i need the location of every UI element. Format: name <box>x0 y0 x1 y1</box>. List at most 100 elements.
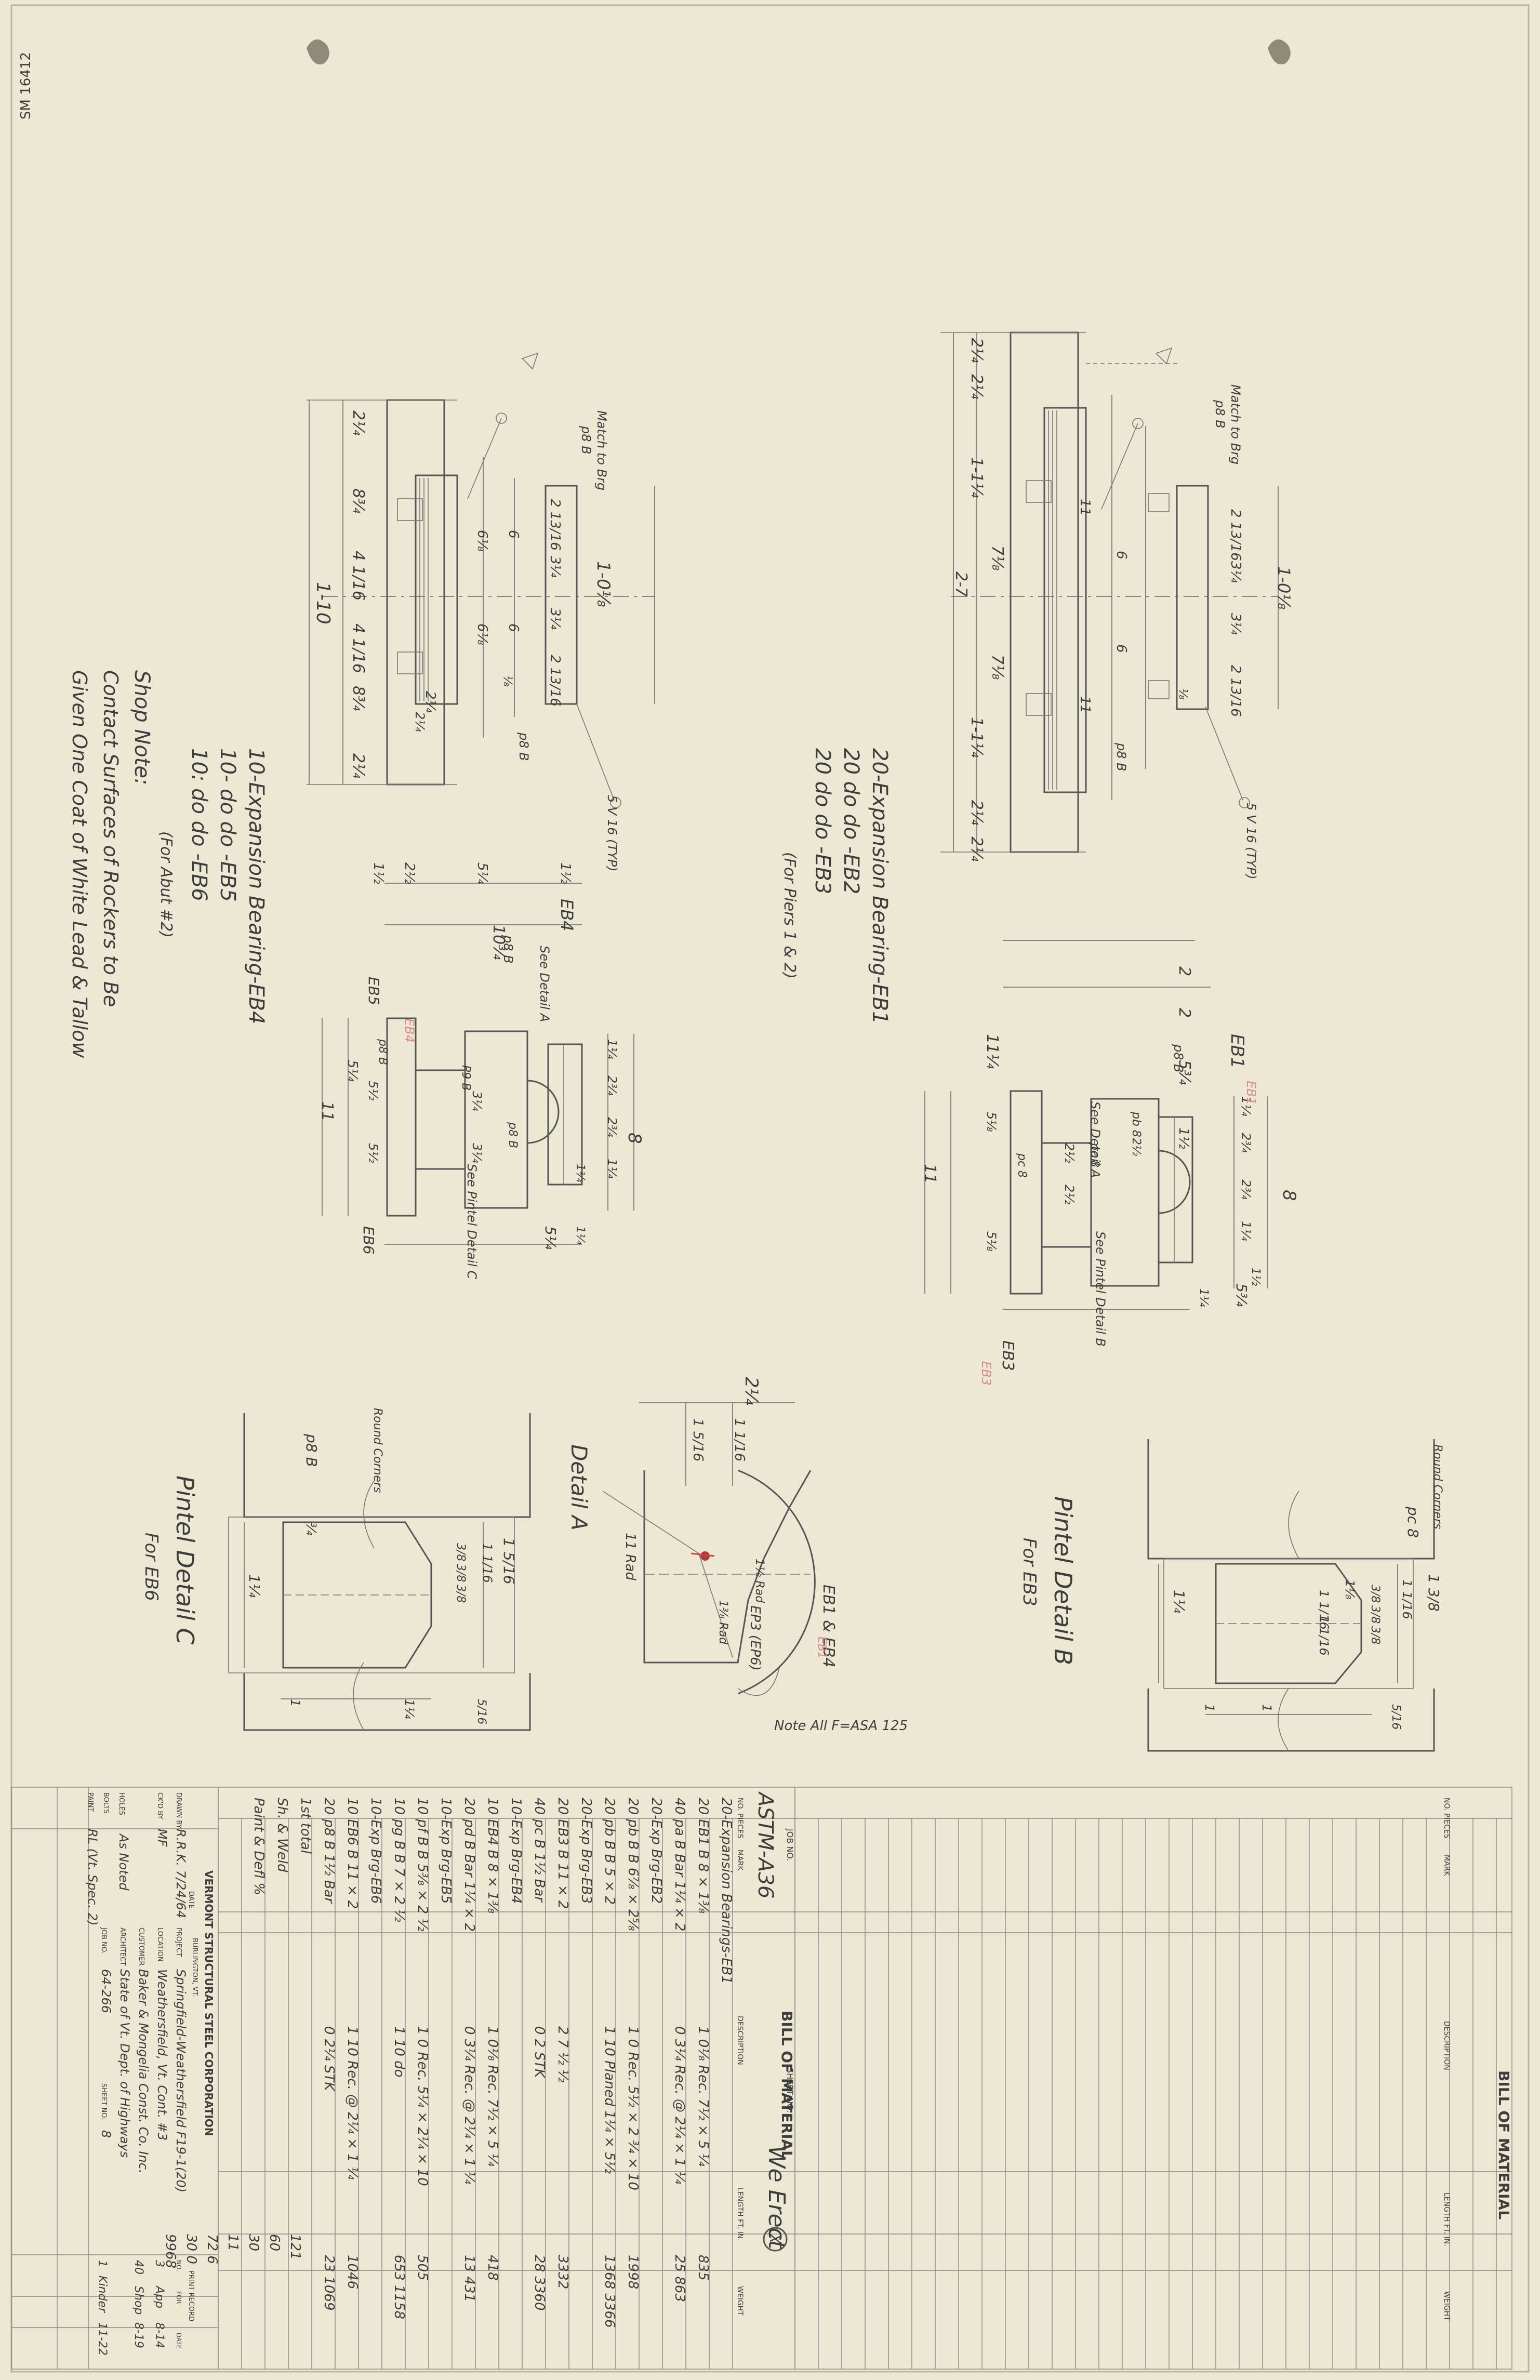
svg-text:BOLTS: BOLTS <box>102 1792 110 1814</box>
svg-text:LENGTH FT. IN.: LENGTH FT. IN. <box>736 2187 744 2241</box>
svg-text:20 do do -EB2: 20 do do -EB2 <box>839 748 863 894</box>
svg-text:1⅛: 1⅛ <box>1343 1579 1357 1600</box>
bill-row-description: 10-Exp Brg-EB5 <box>438 1798 454 1904</box>
bill-right-value: 30 0 <box>183 2234 199 2264</box>
bill-row-weight: 653 1158 <box>391 2255 407 2319</box>
drawing-id: SM 16412 <box>18 52 34 119</box>
svg-text:pc 8: pc 8 <box>1015 1153 1028 1178</box>
svg-text:5½: 5½ <box>366 1081 380 1101</box>
svg-text:⅛: ⅛ <box>501 675 514 686</box>
svg-text:EB4: EB4 <box>557 899 577 932</box>
bill-right-value: 60 <box>267 2234 282 2251</box>
svg-text:2½: 2½ <box>1062 1185 1077 1205</box>
shop-note: Shop Note: Contact Surfaces of Rockers t… <box>68 670 154 1058</box>
svg-text:Weathersfield, Vt. Cont. #3: Weathersfield, Vt. Cont. #3 <box>155 1969 169 2140</box>
svg-text:2½: 2½ <box>402 862 417 884</box>
bill-row-length: 1 0⅛ Rec. 7½ × 5 ¼ <box>695 2026 711 2166</box>
bill-row-length: 1 0⅛ Rec. 7½ × 5 ¼ <box>485 2026 500 2166</box>
bill-row-length: 0 3¼ Rec. @ 2¼ × 1 ¼ <box>672 2026 687 2184</box>
svg-text:1½: 1½ <box>1249 1268 1262 1286</box>
bill-row: 10 pf B B 5⅜ × 2 ½1 0 Rec. 5¼ × 2¼ × 105… <box>415 1798 430 2281</box>
bill-material-spec: ASTM-A36 <box>753 1791 777 1898</box>
svg-text:2½: 2½ <box>1130 1138 1143 1156</box>
svg-text:1½: 1½ <box>557 862 573 884</box>
svg-text:MARK: MARK <box>736 1850 744 1871</box>
svg-text:1¼: 1¼ <box>574 1226 587 1245</box>
svg-text:1¼: 1¼ <box>246 1574 263 1598</box>
pintel-b-title: Pintel Detail B <box>1049 1496 1077 1665</box>
svg-text:5½: 5½ <box>366 1143 380 1163</box>
svg-text:1 1/16: 1 1/16 <box>480 1543 495 1583</box>
bill-row-description: Sh. & Weld <box>274 1798 290 1872</box>
bearing-eb1-elevation <box>924 940 1268 1310</box>
svg-text:2¼: 2¼ <box>967 836 986 861</box>
svg-text:2¼: 2¼ <box>349 410 367 435</box>
bill-row: Sh. & Weld <box>274 1798 290 1872</box>
svg-text:EB6: EB6 <box>360 1226 377 1255</box>
bill-row-length: 1 10 Rec. @ 2¼ × 1 ¼ <box>344 2026 360 2179</box>
eb4-rocker <box>415 474 458 705</box>
detail-a-note: Note All F=ASA 125 <box>774 1718 908 1734</box>
svg-text:pb 8: pb 8 <box>1130 1111 1143 1137</box>
bill-row-description: 20 pb B B 5 × 2 <box>602 1798 617 1905</box>
svg-text:5 V 16 (TYP): 5 V 16 (TYP) <box>1244 803 1258 880</box>
pintel-b-subtitle: For EB3 <box>1019 1538 1040 1606</box>
bill-row-description: 20 pd B Bar 1¼ × 2 <box>461 1798 477 1932</box>
pintel-detail-c <box>228 1413 531 1731</box>
svg-text:EB1: EB1 <box>1244 1081 1258 1105</box>
svg-text:Round Corners: Round Corners <box>1431 1444 1444 1529</box>
svg-text:ARCHITECT: ARCHITECT <box>118 1927 126 1965</box>
svg-text:1¼: 1¼ <box>1239 1096 1253 1116</box>
svg-text:p8 B: p8 B <box>1171 1044 1186 1073</box>
svg-text:10-Expansion Bearing-EB4: 10-Expansion Bearing-EB4 <box>244 748 268 1024</box>
svg-text:CK'D BY: CK'D BY <box>156 1792 164 1819</box>
svg-text:5 V 16 (TYP): 5 V 16 (TYP) <box>605 795 619 872</box>
bill-row-weight: 23 1069 <box>321 2255 337 2311</box>
svg-text:1¼: 1¼ <box>1197 1288 1210 1307</box>
bill-row: 40 pa B Bar 1¼ × 20 3¼ Rec. @ 2¼ × 1 ¼25… <box>672 1798 687 2302</box>
svg-text:PROJECT: PROJECT <box>175 1927 182 1957</box>
detail-a-web-edge <box>643 1470 812 1664</box>
svg-text:1¼: 1¼ <box>402 1699 417 1719</box>
svg-text:EB5: EB5 <box>365 977 382 1005</box>
svg-text:11¼: 11¼ <box>983 1034 1001 1069</box>
eb1-anchor-hole-bot <box>1026 693 1052 716</box>
svg-text:1½: 1½ <box>370 862 386 884</box>
bill-row-description: 10 pg B B 7 × 2 ½ <box>391 1798 407 1922</box>
svg-text:NO.: NO. <box>175 2260 182 2271</box>
svg-text:11: 11 <box>921 1164 939 1184</box>
svg-text:2¾: 2¾ <box>1239 1179 1253 1200</box>
svg-text:WEIGHT: WEIGHT <box>1442 2291 1451 2321</box>
svg-text:Baker & Mongelia Const. Co. In: Baker & Mongelia Const. Co. Inc. <box>136 1969 151 2174</box>
svg-text:2: 2 <box>1175 966 1193 976</box>
bill-row-description: 10-Exp Brg-EB4 <box>508 1798 524 1904</box>
svg-text:Contact Surfaces of Rockers to: Contact Surfaces of Rockers to Be <box>99 670 122 1007</box>
svg-text:EB1: EB1 <box>815 1637 828 1659</box>
svg-text:8¾: 8¾ <box>349 686 367 711</box>
bill-row-weight: 1368 3366 <box>602 2255 617 2328</box>
svg-text:2½: 2½ <box>1062 1143 1077 1163</box>
svg-text:5/16: 5/16 <box>475 1699 488 1724</box>
svg-text:FOR: FOR <box>175 2291 182 2304</box>
svg-text:EB3: EB3 <box>999 1340 1017 1371</box>
bill-row-length: 0 2 STK <box>532 2026 547 2079</box>
svg-text:pc 8: pc 8 <box>1088 1142 1101 1167</box>
bill-blank-rows <box>818 1818 1497 2369</box>
bill-row-description: 10 EB4 B 8 × 1⅜ <box>485 1798 500 1913</box>
bill-row: 20-Exp Brg-EB2 <box>648 1798 664 1904</box>
svg-text:1¼: 1¼ <box>605 1039 619 1059</box>
svg-text:1⅛ Rad: 1⅛ Rad <box>753 1559 766 1603</box>
svg-text:3¼: 3¼ <box>547 608 563 630</box>
bill-row: 10-Exp Brg-EB6 <box>368 1798 383 1904</box>
svg-text:LENGTH FT. IN.: LENGTH FT. IN. <box>1442 2192 1451 2246</box>
svg-text:1¼: 1¼ <box>574 1164 587 1182</box>
bill-row-weight: 1046 <box>344 2255 360 2289</box>
svg-text:p8 B: p8 B <box>1114 742 1129 772</box>
svg-text:11-22: 11-22 <box>96 2322 109 2356</box>
eb1-elev-labels: 2 2 5¾ 1½ 11¼ 8 1¼ 2¾ 2¾ 1¼ 5¾ 5⅛ 5⅛ 2½ … <box>921 966 1299 1307</box>
